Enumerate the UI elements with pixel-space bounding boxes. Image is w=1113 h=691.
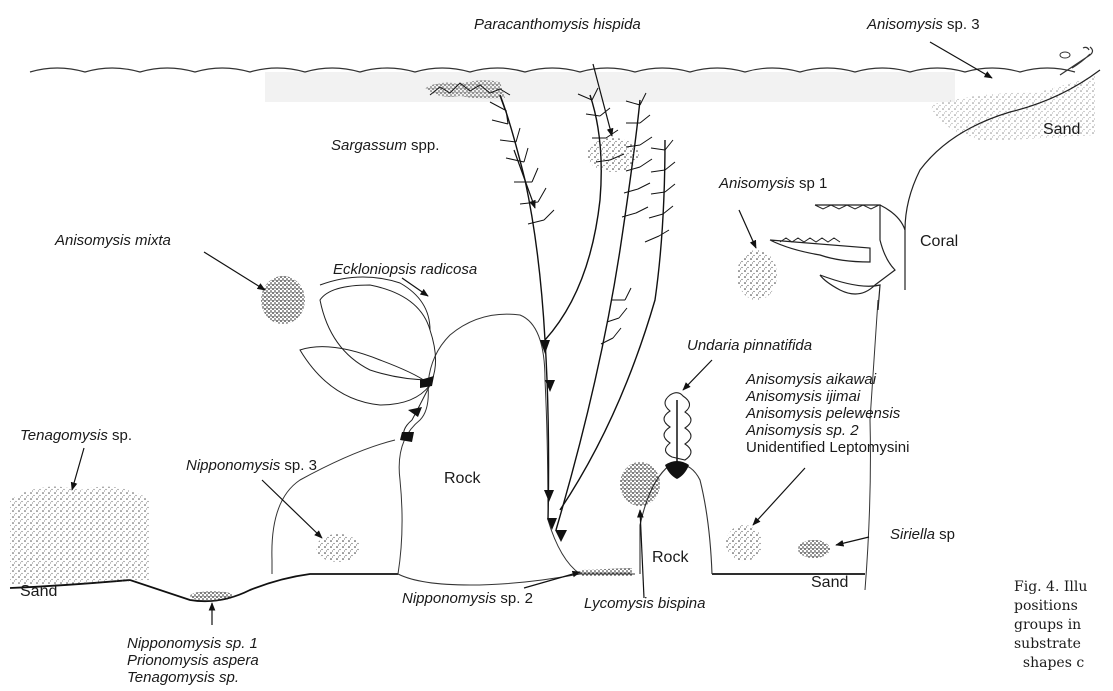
bottom-item: Nipponomysis sp. 1: [127, 635, 259, 652]
swarm-tenagomysis: [10, 487, 150, 585]
genus: Nipponomysis: [186, 457, 280, 474]
genus: Sargassum: [331, 137, 407, 154]
suffix: sp. 3: [280, 457, 317, 474]
label-anisomysis-sp1: Anisomysis sp 1: [719, 175, 827, 193]
label-tenagomysis: Tenagomysis sp.: [20, 427, 132, 445]
swarm-nipponomysis-sp1: [190, 591, 234, 601]
caption-line: shapes c: [1014, 654, 1087, 673]
suffix: sp.: [108, 427, 132, 444]
label-siriella: Siriella sp: [890, 526, 955, 544]
label-sand-right: Sand: [811, 574, 848, 592]
suffix: sp 1: [795, 175, 828, 192]
label-nipponomysis-sp3: Nipponomysis sp. 3: [186, 457, 317, 475]
bottom-item: Tenagomysis sp.: [127, 669, 259, 686]
swarm-lycomysis: [620, 462, 660, 506]
figure-caption: Fig. 4. Illu positions groups in substra…: [1014, 578, 1087, 673]
ecklonia-kelp: [300, 277, 436, 440]
genus: Anisomysis: [719, 175, 795, 192]
suffix: sp. 3: [943, 16, 980, 33]
label-nipponomysis-sp2: Nipponomysis sp. 2: [402, 590, 533, 608]
label-paracanthomysis: Paracanthomysis hispida: [474, 16, 641, 34]
rock-outline: [398, 314, 580, 574]
label-anisomysis-group: Anisomysis aikawai Anisomysis ijimai Ani…: [746, 371, 909, 456]
label-sand-top: Sand: [1043, 121, 1080, 139]
label-ecklonia: Eckloniopsis radicosa: [333, 261, 477, 279]
swarm-anisomysis-sp1: [737, 250, 777, 300]
ecklonia-holdfast: [400, 376, 434, 442]
group-item: Anisomysis ijimai: [746, 388, 909, 405]
suffix: spp.: [407, 137, 440, 154]
swarm-siriella: [798, 540, 830, 558]
label-rock-small: Rock: [652, 549, 688, 567]
genus: Anisomysis: [867, 16, 943, 33]
undaria-holdfast: [665, 461, 689, 479]
group-item: Anisomysis sp. 2: [746, 422, 909, 439]
sargassum-holdfasts: [540, 340, 567, 542]
swarm-paracanthomysis: [587, 138, 639, 172]
splash: [1060, 47, 1093, 75]
genus: Siriella: [890, 526, 935, 543]
suffix: sp. 2: [496, 590, 533, 607]
label-sand-left: Sand: [20, 583, 57, 601]
genus: Tenagomysis: [20, 427, 108, 444]
undaria-plant: [664, 393, 691, 470]
label-undaria: Undaria pinnatifida: [687, 337, 812, 355]
caption-line: positions: [1014, 597, 1087, 616]
bottom-item: Prionomysis aspera: [127, 652, 259, 669]
label-anisomysis-mixta: Anisomysis mixta: [55, 232, 171, 250]
caption-line: substrate: [1014, 635, 1087, 654]
label-bottom-list: Nipponomysis sp. 1 Prionomysis aspera Te…: [127, 635, 259, 686]
swarm-nipponomysis-sp3: [316, 534, 360, 562]
splash-drop: [1060, 52, 1070, 58]
swarm-anisomysis-group: [726, 525, 762, 561]
group-item: Anisomysis aikawai: [746, 371, 909, 388]
suffix: sp: [935, 526, 955, 543]
swarm-seabed-center: [580, 568, 632, 576]
caption-line: groups in: [1014, 616, 1087, 635]
water-surface: [30, 68, 1075, 72]
label-rock-center: Rock: [444, 470, 480, 488]
group-item: Anisomysis pelewensis: [746, 405, 909, 422]
label-sargassum: Sargassum spp.: [331, 137, 439, 155]
label-anisomysis-sp3: Anisomysis sp. 3: [867, 16, 980, 34]
genus: Nipponomysis: [402, 590, 496, 607]
pointer-arrows: [72, 42, 992, 625]
surface-shading: [265, 72, 955, 102]
caption-line: Fig. 4. Illu: [1014, 578, 1087, 597]
group-item-unidentified: Unidentified Leptomysini: [746, 439, 909, 456]
label-lycomysis: Lycomysis bispina: [584, 595, 705, 613]
coral: [770, 205, 905, 310]
swarm-anisomysis-mixta: [261, 276, 305, 324]
label-coral: Coral: [920, 233, 958, 251]
